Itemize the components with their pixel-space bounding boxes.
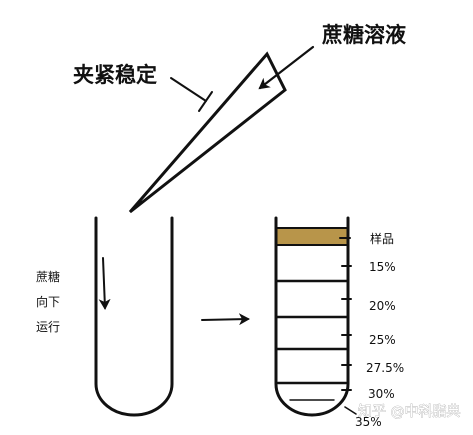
left-tube — [94, 216, 174, 417]
label-sample: 样品 — [370, 231, 394, 246]
label-35: 35% — [355, 415, 382, 429]
label-25: 25% — [369, 333, 396, 347]
right-tube — [274, 216, 350, 417]
label-15: 15% — [369, 260, 396, 274]
moves-down-line-3: 运行 — [36, 320, 60, 334]
sucrose-solution-label: 蔗糖溶液 — [321, 23, 406, 47]
clamp-stable-label: 夹紧稳定 — [73, 63, 157, 87]
solution-arrow — [258, 45, 315, 90]
label-30: 30% — [368, 387, 395, 401]
watermark: 知乎 @中科脂典 — [358, 403, 460, 420]
label-27-5: 27.5% — [366, 361, 404, 375]
transition-arrow — [201, 313, 250, 326]
label-20: 20% — [369, 299, 396, 313]
moves-down-line-1: 蔗糖 — [36, 269, 60, 284]
pipette — [128, 51, 287, 214]
clamp-leader-line — [170, 77, 207, 102]
sample-band — [275, 227, 349, 246]
clamp-tick — [198, 91, 213, 112]
moves-down-line-2: 向下 — [36, 294, 60, 309]
downward-arrow — [98, 257, 111, 310]
tick-35 — [344, 406, 357, 415]
